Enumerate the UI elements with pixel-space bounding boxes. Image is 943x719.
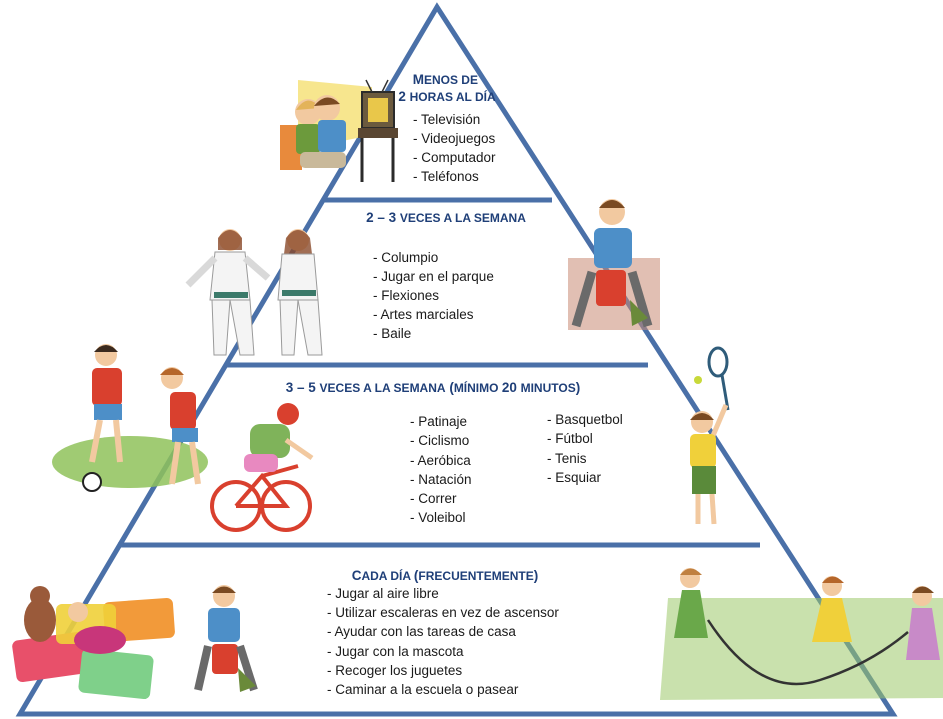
list-item: - Recoger los juguetes (327, 663, 462, 678)
pyramid-outline (15, 2, 898, 717)
list-item: - Flexiones (373, 288, 439, 303)
level-4-title-line: CADA DÍA (FRECUENTEMENTE) (352, 568, 539, 583)
martial-arts-kids-illustration (185, 229, 323, 356)
title-segment: C (352, 568, 362, 583)
title-segment: ENOS DE (424, 73, 478, 87)
list-item: - Aeróbica (410, 453, 471, 468)
level-2-section: 2 – 3 VECES A LA SEMANA - Columpio - Jug… (366, 210, 526, 341)
level-1-title: MENOS DE 2 HORAS AL DÍA (398, 72, 496, 104)
level-1-title-line: MENOS DE (413, 72, 478, 87)
boy-sitting-illustration (568, 199, 660, 330)
list-item: - Videojuegos (413, 131, 496, 146)
list-item: - Jugar al aire libre (327, 586, 439, 601)
girl-cycling-illustration (210, 403, 314, 532)
title-segment: ( (446, 380, 455, 395)
level-3-items-col2: - Basquetbol - Fútbol - Tenis - Esquiar (547, 412, 627, 485)
list-item: - Baile (373, 326, 411, 341)
list-item: - Jugar con la mascota (327, 644, 464, 659)
list-item: - Voleibol (410, 510, 466, 525)
list-item: - Ayudar con las tareas de casa (327, 624, 516, 639)
level-3-section: 3 – 5 VECES A LA SEMANA (MÍNIMO 20 MINUT… (286, 380, 627, 525)
list-item: - Caminar a la escuela o pasear (327, 682, 519, 697)
list-item: - Teléfonos (413, 169, 479, 184)
list-item: - Patinaje (410, 414, 467, 429)
level-3-title-line: 3 – 5 VECES A LA SEMANA (MÍNIMO 20 MINUT… (286, 380, 580, 395)
level-3-items-col1: - Patinaje - Ciclismo - Aeróbica - Natac… (410, 414, 475, 525)
title-segment: FRECUENTEMENTE (418, 569, 533, 583)
title-segment: 3 – 5 (286, 380, 320, 395)
level-4-title: CADA DÍA (FRECUENTEMENTE) (352, 568, 539, 583)
pyramid-frame (15, 2, 898, 717)
list-item: - Fútbol (547, 431, 593, 446)
title-segment: 20 (502, 380, 521, 395)
title-segment: MINUTOS (521, 381, 576, 395)
title-segment: 2 (398, 89, 409, 104)
list-item: - Ciclismo (410, 433, 469, 448)
boy-sitting-small-illustration (194, 585, 258, 692)
soccer-kids-illustration (52, 344, 208, 492)
title-segment: ADA DÍA (361, 568, 413, 583)
list-item: - Computador (413, 150, 496, 165)
kids-watching-tv-illustration (280, 79, 398, 182)
title-segment: VECES A LA SEMANA (400, 211, 526, 225)
title-segment: ) (576, 380, 581, 395)
title-segment: ( (414, 568, 419, 583)
level-2-items: - Columpio - Jugar en el parque - Flexio… (373, 250, 498, 341)
list-item: - Basquetbol (547, 412, 623, 427)
title-segment: 2 – 3 (366, 210, 400, 225)
level-1-section: MENOS DE 2 HORAS AL DÍA - Televisión - V… (398, 72, 499, 184)
title-segment: M (413, 72, 424, 87)
level-3-title: 3 – 5 VECES A LA SEMANA (MÍNIMO 20 MINUT… (286, 380, 580, 395)
level-4-items: - Jugar al aire libre - Utilizar escaler… (327, 586, 563, 697)
list-item: - Tenis (547, 451, 587, 466)
list-item: - Columpio (373, 250, 438, 265)
level-2-title-line: 2 – 3 VECES A LA SEMANA (366, 210, 526, 225)
list-item: - Utilizar escaleras en vez de ascensor (327, 605, 559, 620)
list-item: - Televisión (413, 112, 480, 127)
level-1-title-line: 2 HORAS AL DÍA (398, 89, 496, 104)
list-item: - Correr (410, 491, 457, 506)
title-segment: VECES A LA SEMANA (320, 381, 446, 395)
level-2-title: 2 – 3 VECES A LA SEMANA (366, 210, 526, 225)
list-item: - Esquiar (547, 470, 602, 485)
title-segment: MÍNIMO (454, 380, 502, 395)
toys-play-mat-illustration (12, 586, 175, 700)
list-item: - Jugar en el parque (373, 269, 494, 284)
tennis-boy-illustration (690, 346, 730, 525)
jump-rope-girls-illustration (660, 568, 943, 700)
title-segment: ) (534, 568, 539, 583)
level-4-section: CADA DÍA (FRECUENTEMENTE) - Jugar al air… (327, 568, 563, 697)
list-item: - Natación (410, 472, 472, 487)
level-1-items: - Televisión - Videojuegos - Computador … (413, 112, 499, 184)
list-item: - Artes marciales (373, 307, 474, 322)
title-segment: HORAS AL DÍA (410, 89, 496, 104)
